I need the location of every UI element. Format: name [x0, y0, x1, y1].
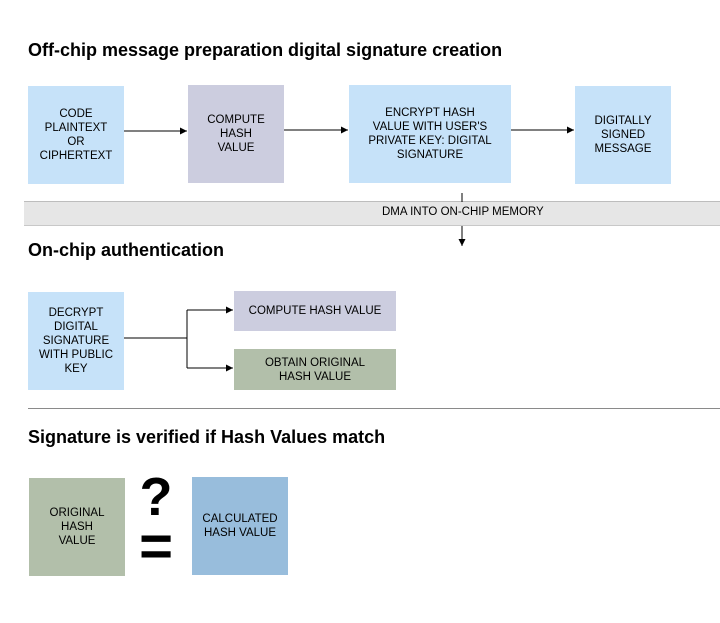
digitally-signed-box: DIGITALLY SIGNED MESSAGE — [575, 86, 671, 184]
dma-label: DMA INTO ON-CHIP MEMORY — [382, 206, 544, 218]
onchip-compute-hash-box: COMPUTE HASH VALUE — [234, 291, 396, 331]
section-divider — [28, 408, 720, 409]
question-mark: ? — [139, 467, 173, 527]
original-hash-box: ORIGINAL HASH VALUE — [29, 478, 125, 576]
verify-section-title: Signature is verified if Hash Values mat… — [28, 427, 386, 447]
onchip-section-title: On-chip authentication — [28, 240, 224, 260]
encrypt-hash-box: ENCRYPT HASH VALUE WITH USER'S PRIVATE K… — [349, 85, 511, 183]
equals-sign: = — [139, 514, 173, 579]
code-plaintext-box: CODE PLAINTEXT OR CIPHERTEXT — [28, 86, 124, 184]
offchip-section-title: Off-chip message preparation digital sig… — [28, 40, 503, 60]
dma-band — [24, 201, 720, 226]
obtain-original-hash-box: OBTAIN ORIGINAL HASH VALUE — [234, 349, 396, 390]
decrypt-signature-box: DECRYPT DIGITAL SIGNATURE WITH PUBLIC KE… — [28, 292, 124, 390]
calculated-hash-box: CALCULATED HASH VALUE — [192, 477, 288, 575]
compute-hash-box: COMPUTE HASH VALUE — [188, 85, 284, 183]
